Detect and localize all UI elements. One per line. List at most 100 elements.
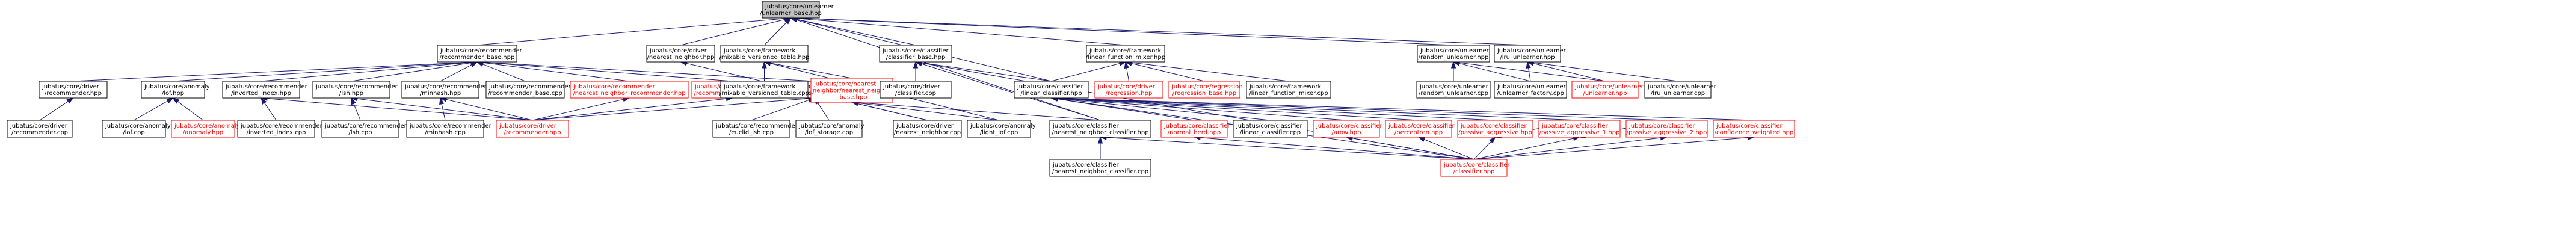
edge-lfm-hpp-to-driver-reg-hpp — [1124, 61, 1129, 82]
node-nn-rec-hpp[interactable]: jubatus/core/recommender/nearest_neighbo… — [570, 81, 689, 99]
node-driver-nn-hpp[interactable]: jubatus/core/driver/nearest_neighbor.hpp — [646, 45, 715, 63]
node-driver-rec-hpp[interactable]: jubatus/core/driver/recommender.hpp — [39, 81, 108, 99]
edge-lfm-hpp-to-reg-base-hpp — [1124, 61, 1205, 82]
node-label-line: /inverted_index.hpp — [231, 90, 291, 97]
node-label-line: /classifier.hpp — [1453, 168, 1495, 175]
edge-nn-rec-hpp-to-rec-hpp — [532, 97, 630, 121]
node-pa1-hpp[interactable]: jubatus/core/classifier/passive_aggressi… — [1538, 120, 1621, 138]
node-rec-base-hpp[interactable]: jubatus/core/recommender/recommender_bas… — [437, 45, 523, 63]
node-rec-hpp[interactable]: jubatus/core/driver/recommender.hpp — [496, 120, 569, 138]
node-normal-herd-hpp[interactable]: jubatus/core/classifier/normal_herd.hpp — [1160, 120, 1231, 138]
node-driver-cls-cpp[interactable]: jubatus/core/driver/classifier.cpp — [880, 81, 952, 99]
node-label-line: /arow.hpp — [1332, 129, 1361, 136]
node-box — [1094, 81, 1163, 99]
node-nn-base-hpp[interactable]: jubatus/core/nearest_neighbor/nearest_ne… — [809, 78, 895, 103]
node-perceptron-hpp[interactable]: jubatus/core/classifier/perceptron.hpp — [1385, 120, 1455, 138]
node-label-line: jubatus/core/anomaly — [798, 123, 864, 129]
node-label-line: jubatus/core/recommender — [409, 123, 492, 129]
node-box — [496, 120, 569, 138]
node-cls-hpp[interactable]: jubatus/core/classifier/classifier.hpp — [1440, 159, 1511, 177]
node-lru-unl-cpp[interactable]: jubatus/core/unlearner/lru_unlearner.cpp — [1644, 81, 1717, 99]
edge-cw-hpp-to-cls-hpp — [1473, 135, 1755, 160]
node-unl-factory-cpp[interactable]: jubatus/core/unlearner/unlearner_factory… — [1494, 81, 1567, 99]
node-lsh-cpp[interactable]: jubatus/core/recommender/lsh.cpp — [321, 120, 407, 138]
node-box — [1086, 45, 1165, 63]
node-lsh-hpp[interactable]: jubatus/core/recommender/lsh.hpp — [312, 81, 398, 99]
node-random-unl-cpp[interactable]: jubatus/core/unlearner/random_unlearner.… — [1416, 81, 1491, 99]
node-random-unl-hpp[interactable]: jubatus/core/unlearner/random_unlearner.… — [1417, 45, 1490, 63]
node-inv-idx-hpp[interactable]: jubatus/core/recommender/inverted_index.… — [222, 81, 308, 99]
node-mvt-cpp[interactable]: jubatus/core/framework/mixable_versioned… — [719, 81, 809, 99]
edge-root-to-lfm-hpp — [789, 16, 1126, 46]
edge-cls-base-hpp-to-driver-cls-cpp — [913, 61, 919, 81]
node-pa-hpp[interactable]: jubatus/core/classifier/passive_aggressi… — [1457, 120, 1533, 138]
node-label-line: /recommender.cpp — [11, 129, 68, 136]
node-label-line: jubatus/core/driver — [649, 48, 707, 54]
node-lfm-cpp[interactable]: jubatus/core/framework/linear_function_m… — [1246, 81, 1331, 99]
node-anomaly-hpp[interactable]: jubatus/core/anomaly/anomaly.hpp — [171, 120, 240, 138]
node-label-line: jubatus/core/classifier — [1316, 123, 1383, 129]
node-label-line: jubatus/core/classifier — [1460, 123, 1527, 129]
node-box — [1538, 120, 1621, 138]
node-cw-hpp[interactable]: jubatus/core/classifier/confidence_weigh… — [1713, 120, 1795, 138]
node-light-lof-cpp[interactable]: jubatus/core/anomaly/light_lof.cpp — [967, 120, 1036, 138]
node-lfm-hpp[interactable]: jubatus/core/framework/linear_function_m… — [1086, 45, 1165, 63]
node-mvt-hpp[interactable]: jubatus/core/framework/mixable_versioned… — [719, 45, 810, 63]
node-label-line: /lof_storage.cpp — [805, 129, 853, 136]
node-nn-cls-cpp[interactable]: jubatus/core/classifier/nearest_neighbor… — [1049, 159, 1151, 177]
edge-cls-base-hpp-to-lin-cls-hpp — [914, 60, 1052, 82]
node-box — [1014, 81, 1089, 99]
node-driver-nn-cpp[interactable]: jubatus/core/driver/nearest_neighbor.cpp — [893, 120, 962, 138]
edge-rec-base-hpp-to-lof-hpp — [173, 60, 478, 82]
node-label-line: /classifier.cpp — [895, 90, 936, 97]
node-label-line: /recommender_base.hpp — [440, 54, 515, 61]
edge-lfm-hpp-to-lfm-cpp — [1124, 60, 1289, 82]
edge-inv-idx-hpp-to-rec-hpp — [260, 96, 533, 121]
node-label-line: jubatus/core/regression — [1171, 84, 1243, 90]
node-euclid-lsh-cpp[interactable]: jubatus/core/recommender/euclid_lsh.cpp — [712, 120, 798, 138]
node-label-line: jubatus/core/unlearner — [1497, 84, 1567, 90]
node-box — [1417, 45, 1490, 63]
node-box — [437, 45, 517, 63]
node-label-line: /classifier_base.hpp — [886, 54, 946, 61]
node-lof-storage-cpp[interactable]: jubatus/core/anomaly/lof_storage.cpp — [795, 120, 864, 138]
node-label-line: jubatus/core/recommender — [315, 84, 398, 90]
node-driver-rec-cpp[interactable]: jubatus/core/driver/recommender.cpp — [7, 120, 73, 138]
node-label-line: jubatus/core/recommender — [488, 84, 572, 90]
node-lin-cls-hpp[interactable]: jubatus/core/classifier/linear_classifie… — [1014, 81, 1089, 99]
node-cls-base-hpp[interactable]: jubatus/core/classifier/classifier_base.… — [879, 45, 952, 63]
node-label-line: /regression.hpp — [1106, 90, 1153, 97]
node-box — [893, 120, 962, 138]
node-label-line: /passive_aggressive_2.hpp — [1627, 129, 1707, 136]
node-minhash-cpp[interactable]: jubatus/core/recommender/minhash.cpp — [406, 120, 492, 138]
node-minhash-hpp[interactable]: jubatus/core/recommender/minhash.hpp — [401, 81, 487, 99]
node-nn-cls-hpp[interactable]: jubatus/core/classifier/nearest_neighbor… — [1049, 120, 1151, 138]
node-rec-base-cpp[interactable]: jubatus/core/recommender/recommender_bas… — [485, 81, 572, 99]
node-pa2-hpp[interactable]: jubatus/core/classifier/passive_aggressi… — [1625, 120, 1708, 138]
node-label-line: jubatus/core/driver — [42, 84, 100, 90]
node-driver-reg-hpp[interactable]: jubatus/core/driver/regression.hpp — [1094, 81, 1163, 99]
node-box — [1313, 120, 1380, 138]
node-lof-cpp[interactable]: jubatus/core/anomaly/lof.cpp — [102, 120, 171, 138]
edge-perceptron-hpp-to-cls-hpp — [1417, 137, 1474, 160]
node-box — [880, 81, 952, 99]
node-label-line: /lsh.cpp — [348, 129, 372, 136]
node-root[interactable]: jubatus/core/unlearner/unlearner_base.hp… — [760, 1, 834, 19]
node-lof-hpp[interactable]: jubatus/core/anomaly/lof.hpp — [141, 81, 210, 99]
node-box — [7, 120, 73, 138]
node-arow-hpp[interactable]: jubatus/core/classifier/arow.hpp — [1313, 120, 1383, 138]
edge-lof-hpp-to-lof-cpp — [134, 97, 174, 121]
edge-random-unl-hpp-to-unl-factory-cpp — [1452, 61, 1531, 82]
edge-lof-hpp-to-anomaly-hpp — [172, 97, 203, 121]
node-inv-idx-cpp[interactable]: jubatus/core/recommender/inverted_index.… — [237, 120, 323, 138]
node-box — [1168, 81, 1240, 99]
node-box — [720, 81, 809, 99]
node-lru-unl-hpp[interactable]: jubatus/core/unlearner/lru_unlearner.hpp — [1494, 45, 1567, 63]
node-reg-base-hpp[interactable]: jubatus/core/regression/regression_base.… — [1168, 81, 1243, 99]
node-unl-hpp[interactable]: jubatus/core/unlearner/unlearner.hpp — [1571, 81, 1644, 99]
node-label-line: jubatus/core/recommender — [404, 84, 487, 90]
node-label-line: /minhash.hpp — [420, 90, 461, 97]
edge-root-to-nn-cls-hpp — [790, 17, 1101, 121]
edge-lsh-hpp-to-lsh-cpp — [351, 97, 361, 121]
node-lin-cls-cpp[interactable]: jubatus/core/classifier/linear_classifie… — [1233, 120, 1308, 138]
